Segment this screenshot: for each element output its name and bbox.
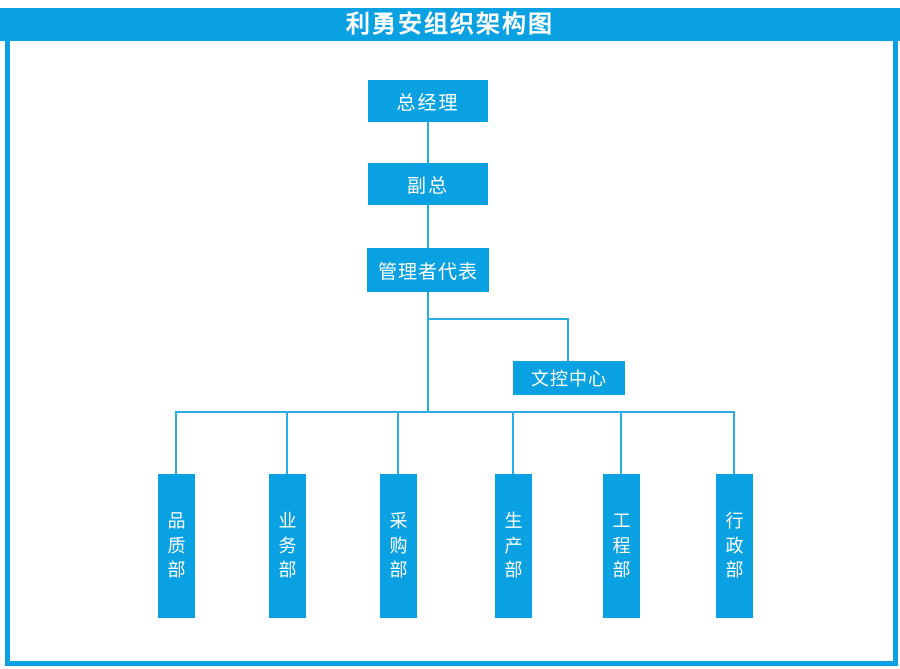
connector-vp-mgr: [427, 205, 429, 248]
connector-drop-business: [286, 411, 288, 474]
node-dept-admin: 行政部: [716, 474, 753, 618]
chart-frame: [5, 41, 898, 666]
page-title: 利勇安组织架构图: [346, 11, 554, 38]
node-document-control-center: 文控中心: [513, 361, 625, 395]
node-dept-business-label: 业务部: [278, 510, 297, 581]
node-management-representative: 管理者代表: [367, 248, 489, 292]
connector-trunk: [427, 292, 429, 413]
node-dept-production-label: 生产部: [504, 510, 523, 581]
node-vice-president: 副总: [368, 163, 488, 205]
node-dept-business: 业务部: [269, 474, 306, 618]
node-document-control-center-label: 文控中心: [531, 369, 607, 389]
connector-branch-horizontal: [427, 318, 569, 320]
node-dept-purchasing-label: 采购部: [389, 510, 408, 581]
node-dept-admin-label: 行政部: [725, 510, 744, 581]
connector-drop-production: [512, 411, 514, 474]
node-general-manager-label: 总经理: [396, 92, 460, 114]
connector-distribution-line: [175, 411, 735, 413]
connector-drop-admin: [733, 411, 735, 474]
node-dept-quality: 品质部: [158, 474, 195, 618]
node-management-representative-label: 管理者代表: [377, 261, 478, 283]
node-general-manager: 总经理: [368, 80, 488, 122]
node-dept-engineering: 工程部: [603, 474, 640, 618]
connector-ceo-vp: [427, 122, 429, 163]
connector-drop-engineering: [620, 411, 622, 474]
connector-drop-purchasing: [397, 411, 399, 474]
node-vice-president-label: 副总: [406, 175, 449, 197]
connector-branch-vertical: [567, 318, 569, 361]
node-dept-quality-label: 品质部: [167, 510, 186, 581]
title-bar: 利勇安组织架构图: [0, 8, 900, 41]
node-dept-production: 生产部: [495, 474, 532, 618]
node-dept-purchasing: 采购部: [380, 474, 417, 618]
connector-drop-quality: [175, 411, 177, 474]
node-dept-engineering-label: 工程部: [612, 510, 631, 581]
